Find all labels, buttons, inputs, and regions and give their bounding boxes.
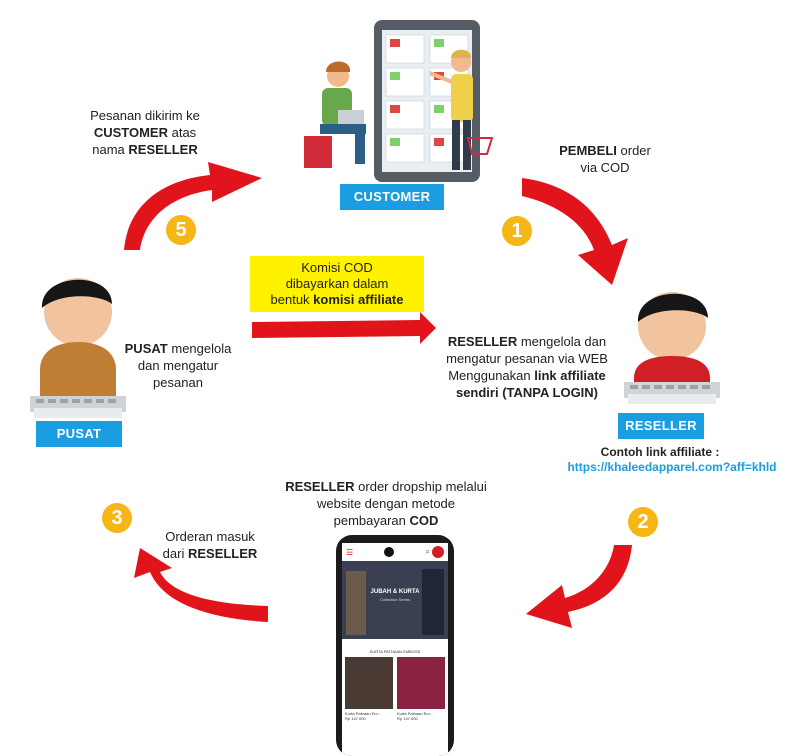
commission-note: Komisi COD dibayarkan dalam bentuk komis… bbox=[250, 256, 424, 312]
phone-header: ☰ ⌕ bbox=[342, 543, 448, 561]
product-name: Kurta Pathaan Em... bbox=[345, 711, 382, 716]
affiliate-link[interactable]: https://khaleedapparel.com?aff=khld bbox=[567, 460, 777, 474]
product-name: Kurta Pathaan Em... bbox=[397, 711, 434, 716]
text-reseller: RESELLER mengelola dan mengatur pesanan … bbox=[446, 334, 608, 400]
step-1-badge: 1 bbox=[502, 216, 532, 246]
product-grid: Kurta Pathaan Em... Rp 147.000 Kurta Pat… bbox=[342, 657, 448, 721]
logo-icon bbox=[384, 547, 395, 557]
search-icon[interactable]: ⌕ bbox=[425, 547, 430, 556]
banner-subtitle: Collection Series bbox=[379, 597, 410, 602]
phone-mockup: ☰ ⌕ JUBAH & KURTA Collection Series KURT… bbox=[336, 535, 454, 756]
menu-icon[interactable]: ☰ bbox=[346, 547, 354, 557]
product-card[interactable]: Kurta Pathaan Em... Rp 147.000 bbox=[397, 657, 445, 721]
product-card[interactable]: Kurta Pathaan Em... Rp 147.000 bbox=[345, 657, 393, 721]
reseller-label: RESELLER bbox=[618, 413, 704, 439]
text-delivered: Pesanan dikirim ke CUSTOMER atas nama RE… bbox=[90, 108, 200, 157]
product-price: Rp 147.000 bbox=[397, 716, 418, 721]
banner-title: JUBAH & KURTA bbox=[370, 589, 420, 595]
phone-screen: ☰ ⌕ JUBAH & KURTA Collection Series KURT… bbox=[342, 543, 448, 756]
step-5-badge: 5 bbox=[166, 215, 196, 245]
step-3-badge: 3 bbox=[102, 503, 132, 533]
phone-banner: JUBAH & KURTA Collection Series bbox=[342, 561, 448, 639]
text-pusat: PUSAT mengelola dan mengatur pesanan bbox=[124, 341, 232, 390]
text-dropship: RESELLER order dropship melalui website … bbox=[285, 479, 487, 528]
text-buyer-order: PEMBELI order via COD bbox=[559, 143, 651, 175]
affiliate-link-caption: Contoh link affiliate : bbox=[600, 445, 720, 459]
pusat-label: PUSAT bbox=[36, 421, 122, 447]
section-title: KURTA PATHAAN EMBOSS bbox=[369, 649, 421, 654]
whatsapp-icon[interactable] bbox=[432, 546, 444, 558]
step-2-badge: 2 bbox=[628, 507, 658, 537]
text-orderan: Orderan masuk dari RESELLER bbox=[162, 529, 258, 561]
customer-label: CUSTOMER bbox=[340, 184, 444, 210]
product-price: Rp 147.000 bbox=[345, 716, 366, 721]
